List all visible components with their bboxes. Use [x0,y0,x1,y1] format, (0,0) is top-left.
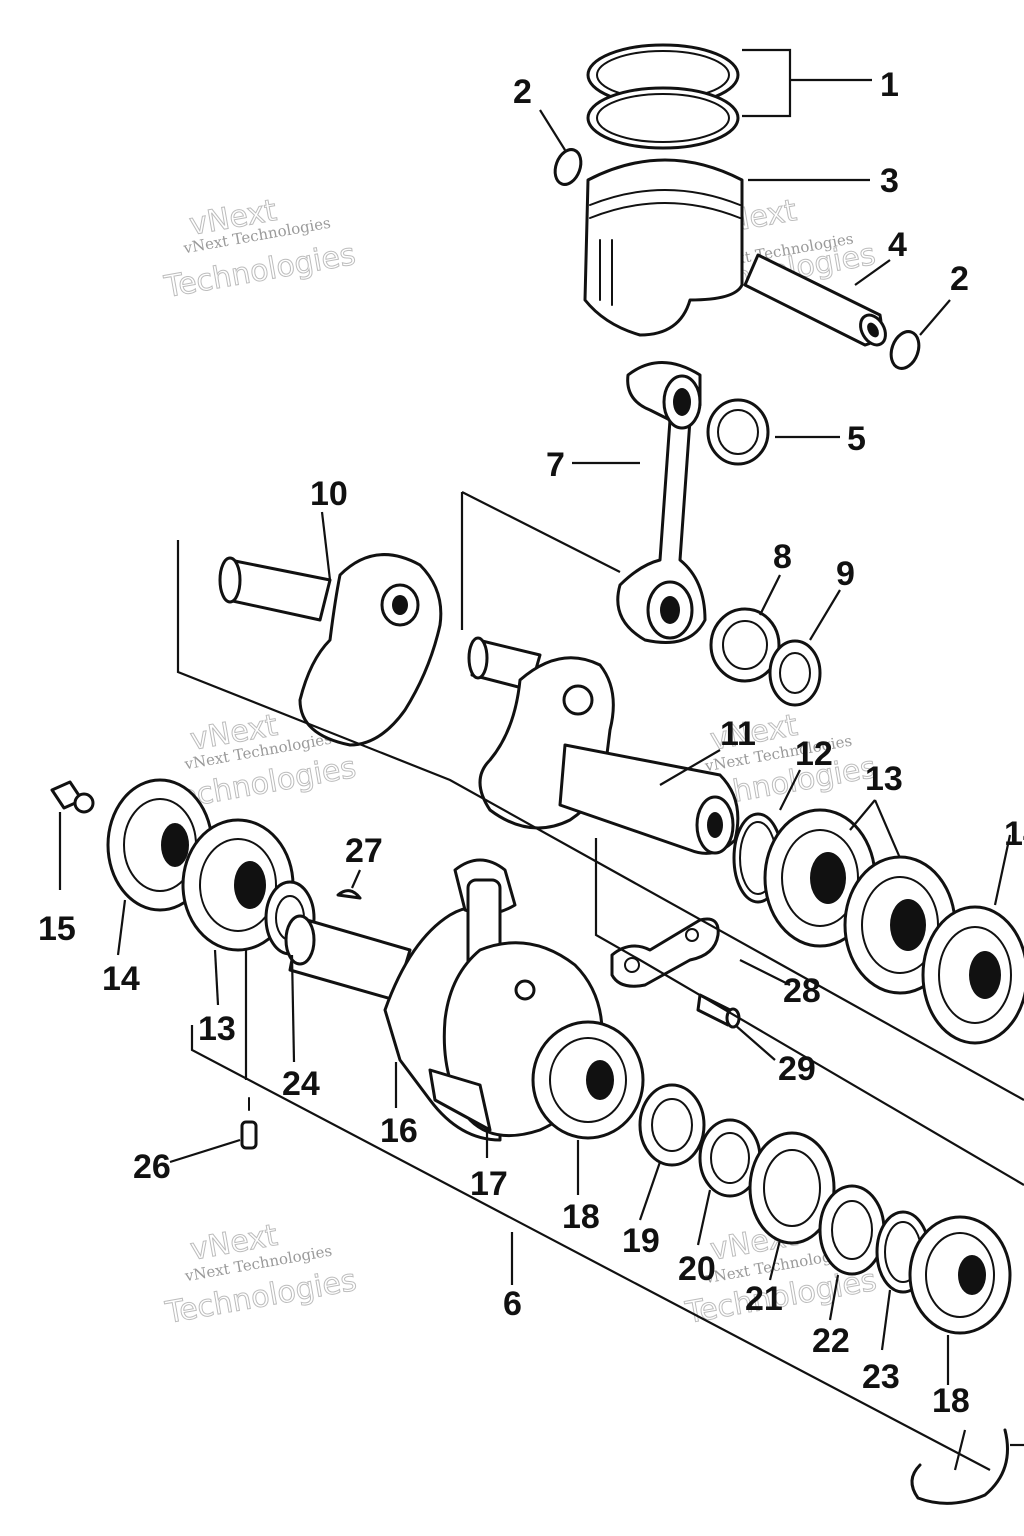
retaining-ring [910,1428,1009,1505]
label-17: 17 [470,1165,508,1203]
grease-nipple-15 [50,780,95,814]
label-14-left: 14 [102,960,140,998]
leader-lines [58,48,1024,1471]
watermark-group-5: vNext vNext Technologies Technologies [162,1218,360,1332]
label-7: 7 [546,446,565,484]
crank-half-right [467,636,740,855]
label-18-a: 18 [562,1198,600,1236]
label-19: 19 [622,1222,660,1260]
oil-seal-14-right [921,905,1024,1045]
crankshaft-assembly [284,858,604,1142]
assembly-lines [176,491,1024,1471]
thrust-washer [768,639,822,707]
crank-half-left [218,553,443,747]
circlip-left [553,148,583,186]
spacer-22 [818,1184,886,1276]
small-end-bearing [706,398,770,466]
label-2-right: 2 [950,260,969,298]
spacer-19 [638,1083,706,1167]
label-13-left: 13 [198,1010,236,1048]
label-23: 23 [862,1358,900,1396]
label-1: 1 [880,66,899,104]
locking-plate-28 [610,917,720,988]
connecting-rod [616,361,707,644]
big-end-bearing [709,607,781,683]
label-28: 28 [783,972,821,1010]
screw-29 [696,993,741,1029]
label-10: 10 [310,475,348,513]
label-14-right: 14 [1004,815,1024,853]
label-18-b: 18 [932,1382,970,1420]
oil-seal-21 [748,1131,836,1245]
label-9: 9 [836,555,855,593]
label-15: 15 [38,910,76,948]
label-6: 6 [503,1285,522,1323]
label-24: 24 [282,1065,320,1103]
label-8: 8 [773,538,792,576]
dowel-pin-26 [240,1097,258,1150]
piston [583,158,744,337]
label-20: 20 [678,1250,716,1288]
circlip-right [889,330,921,370]
label-22: 22 [812,1322,850,1360]
piston-rings [586,43,740,150]
label-2-top: 2 [513,73,532,111]
label-5: 5 [847,420,866,458]
piston-pin [743,253,887,347]
label-27: 27 [345,832,383,870]
label-16: 16 [380,1112,418,1150]
label-21: 21 [745,1280,783,1318]
label-13-right: 13 [865,760,903,798]
label-29: 29 [778,1050,816,1088]
ball-bearing-18-a [531,1020,645,1140]
ball-bearing-18-b [908,1215,1012,1335]
label-3: 3 [880,162,899,200]
woodruff-key-27 [336,889,362,900]
label-4: 4 [888,226,907,264]
watermark-group-1: vNext vNext Technologies Technologies [161,193,359,306]
callout-labels: 1 2 3 4 2 5 7 10 8 9 11 12 13 14 27 15 1… [38,66,1024,1420]
label-26: 26 [133,1148,171,1186]
label-12: 12 [795,735,833,773]
label-11: 11 [720,715,756,753]
